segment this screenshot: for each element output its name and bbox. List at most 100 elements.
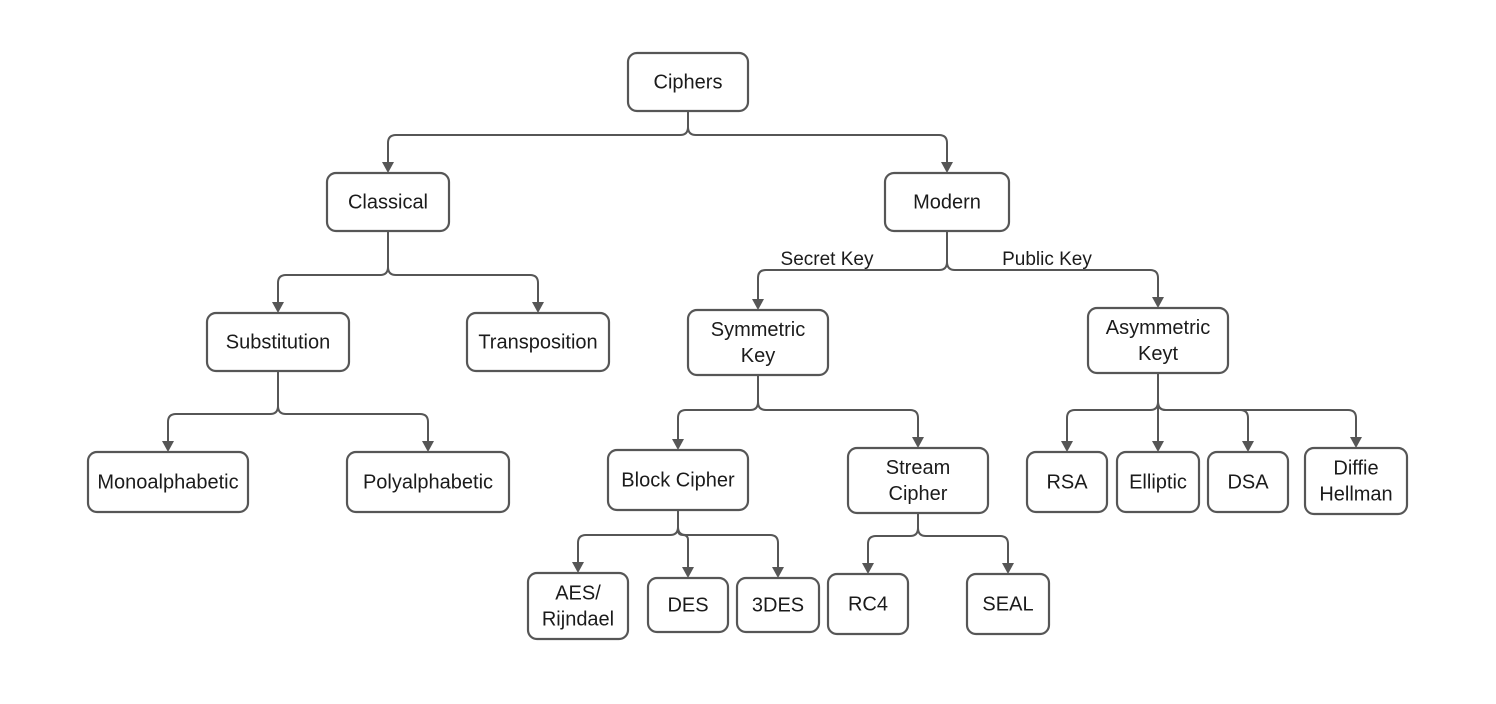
node-aes-rijndael[interactable]: AES/Rijndael [526,571,630,641]
node-box [1115,450,1201,514]
edge-modern-to-symmetric [752,231,948,310]
edge-ciphers-to-classical [382,111,689,173]
node-box [86,450,250,514]
node-box [965,572,1051,636]
node-substitution[interactable]: Substitution [205,311,351,373]
edge-arrowhead [272,302,284,313]
edge-block-cipher-to-triple-des [677,510,784,578]
edge-arrowhead [862,563,874,574]
node-ciphers[interactable]: Ciphers [626,51,750,113]
edge-label-layer: Secret Key Public Key [781,249,1093,270]
edge-arrowhead [752,299,764,310]
node-polyalphabetic[interactable]: Polyalphabetic [345,450,511,514]
node-label: Transposition [478,331,597,353]
node-box [606,448,750,512]
edge-classical-to-substitution [272,231,389,313]
edge-asymmetric-to-diffie-hellman [1157,373,1362,448]
node-label: Stream [886,457,950,479]
node-label: Ciphers [654,71,723,93]
node-block-cipher[interactable]: Block Cipher [606,448,750,512]
edge-line [677,510,779,567]
node-label: Block Cipher [621,469,735,491]
node-label: Diffie [1333,457,1378,479]
node-monoalphabetic[interactable]: Monoalphabetic [86,450,250,514]
node-box [526,571,630,641]
node-label: Keyt [1138,343,1178,365]
edge-line [757,375,919,437]
node-label: Asymmetric [1106,317,1210,339]
edge-line [277,371,429,441]
node-elliptic[interactable]: Elliptic [1115,450,1201,514]
edge-arrowhead [1061,441,1073,452]
node-label: Symmetric [711,319,805,341]
node-rsa[interactable]: RSA [1025,450,1109,514]
node-dsa[interactable]: DSA [1206,450,1290,514]
node-box [626,51,750,113]
node-rc4[interactable]: RC4 [826,572,910,636]
edge-substitution-to-polyalphabetic [277,371,434,452]
node-label: Classical [348,191,428,213]
edge-block-cipher-to-des [677,510,694,578]
node-box [735,576,821,634]
edge-line [387,111,689,162]
edge-arrowhead [422,441,434,452]
node-label: Polyalphabetic [363,471,493,493]
node-classical[interactable]: Classical [325,171,451,233]
node-label: Modern [913,191,981,213]
edge-line [1066,373,1159,441]
edge-label-secret-key: Secret Key [781,249,874,270]
edge-line [687,111,948,162]
edge-stream-cipher-to-rc4 [862,513,919,574]
node-seal[interactable]: SEAL [965,572,1051,636]
node-label: Key [741,345,775,367]
node-box [1303,446,1409,516]
edge-arrowhead [1350,437,1362,448]
node-label: Cipher [889,483,948,505]
edge-arrowhead [941,162,953,173]
node-box [883,171,1011,233]
node-label: AES/ [555,582,601,604]
edge-label-public-key: Public Key [1002,249,1092,270]
edge-layer [162,111,1362,578]
edge-arrowhead [162,441,174,452]
node-box [686,308,830,377]
edge-line [1157,373,1357,437]
node-triple-des[interactable]: 3DES [735,576,821,634]
edge-arrowhead [382,162,394,173]
node-transposition[interactable]: Transposition [465,311,611,373]
node-des[interactable]: DES [646,576,730,634]
node-box [826,572,910,636]
node-modern[interactable]: Modern [883,171,1011,233]
edge-arrowhead [682,567,694,578]
node-label: DSA [1227,471,1269,493]
edge-substitution-to-monoalphabetic [162,371,279,452]
node-label: Substitution [226,331,331,353]
edge-line [167,371,279,441]
node-label: DES [667,594,708,616]
edge-line [677,510,689,567]
edge-arrowhead [1242,441,1254,452]
edge-ciphers-to-modern [687,111,953,173]
edge-arrowhead [572,562,584,573]
node-box [465,311,611,373]
edge-line [946,231,1159,297]
node-box [345,450,511,514]
edge-line [387,231,539,302]
edge-line [677,375,759,439]
edge-classical-to-transposition [387,231,544,313]
edge-line [917,513,1009,563]
edge-asymmetric-to-dsa [1157,373,1254,452]
node-box [1025,450,1109,514]
edge-arrowhead [532,302,544,313]
edge-line [277,231,389,302]
edge-line [1157,373,1249,441]
node-label: Monoalphabetic [97,471,238,493]
edge-arrowhead [912,437,924,448]
node-box [646,576,730,634]
